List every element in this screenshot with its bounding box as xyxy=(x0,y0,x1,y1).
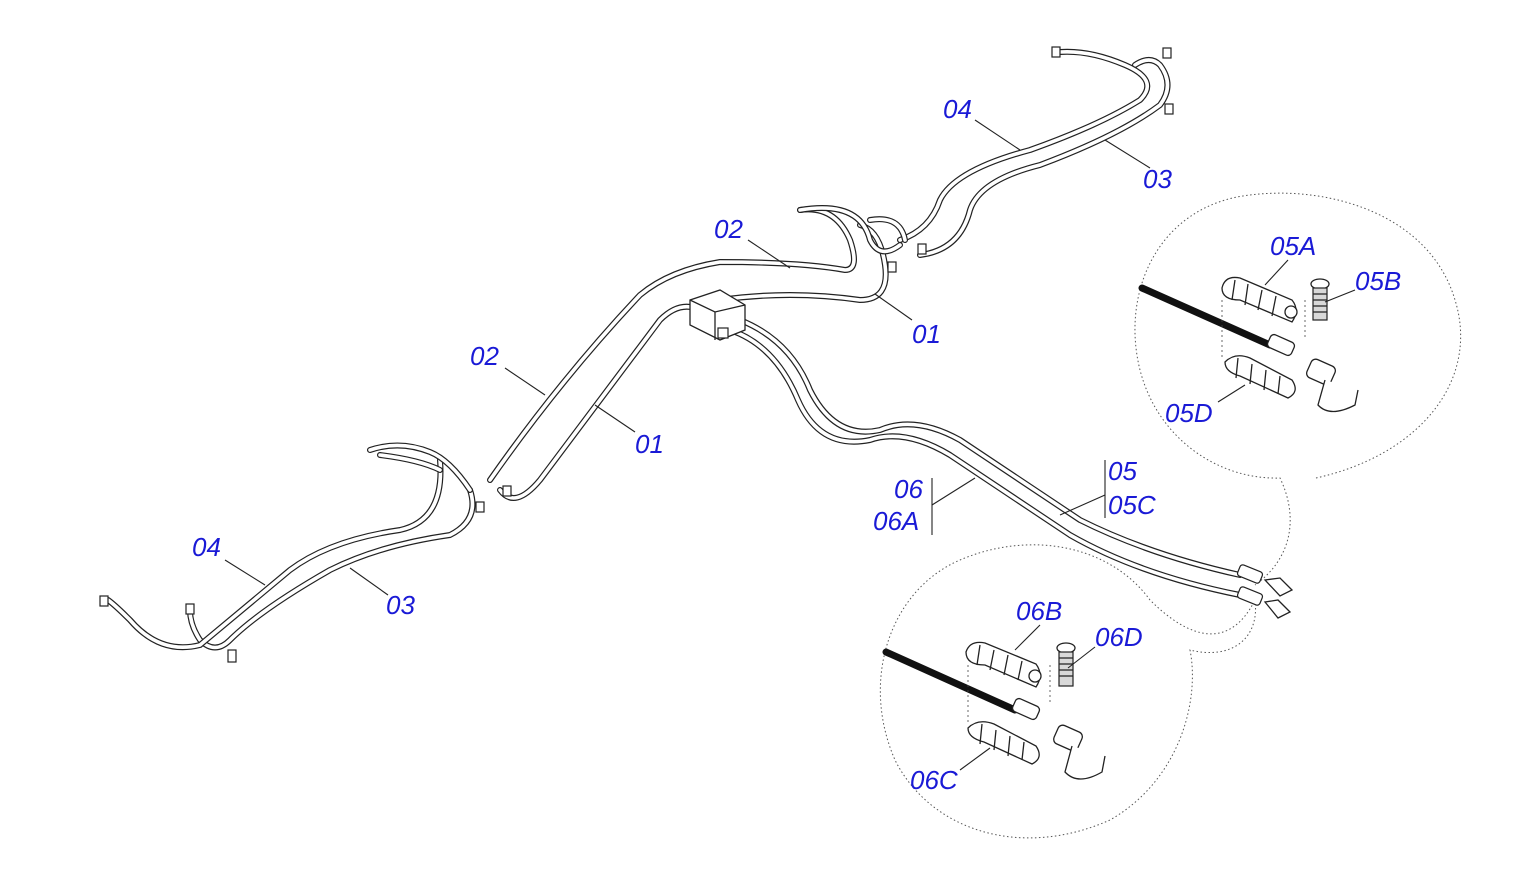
hose-lower-loop xyxy=(367,442,473,493)
callout-06B: 06B xyxy=(1016,596,1062,626)
coupling-06 xyxy=(1011,697,1041,721)
callout-06C: 06C xyxy=(910,765,958,795)
callout-06: 06 xyxy=(894,474,923,504)
callout-05C: 05C xyxy=(1108,490,1156,520)
hose-end-05 xyxy=(1138,284,1274,349)
end-couplings xyxy=(1236,564,1294,619)
callouts: 04 03 02 01 02 01 04 03 05 05C 06 06A 05… xyxy=(192,94,1401,795)
quick-coupler-06 xyxy=(1053,724,1083,752)
hose-03-lower xyxy=(187,487,476,651)
callout-05A: 05A xyxy=(1270,231,1316,261)
hose-02 xyxy=(487,206,857,483)
callout-06D: 06D xyxy=(1095,622,1143,652)
callout-03-upper: 03 xyxy=(1143,164,1172,194)
dust-cap-loop-05 xyxy=(1317,379,1359,413)
clamp-half-06B xyxy=(965,641,1042,688)
callout-05D: 05D xyxy=(1165,398,1213,428)
clamp-half-05D xyxy=(1224,355,1296,399)
hose-upper-loop xyxy=(797,205,908,255)
callout-05: 05 xyxy=(1108,456,1137,486)
callout-04-lower: 04 xyxy=(192,532,221,562)
leader-lines xyxy=(224,119,1356,771)
detail-view-06 xyxy=(879,544,1257,839)
callout-02-lower: 02 xyxy=(470,341,499,371)
manifold-block xyxy=(689,289,746,341)
hose-03-upper xyxy=(917,57,1171,258)
hose-clips xyxy=(99,46,1174,663)
quick-coupler-05 xyxy=(1306,358,1336,386)
callout-05B: 05B xyxy=(1355,266,1401,296)
clamp-half-06C xyxy=(967,721,1040,765)
dust-cap-loop-06 xyxy=(1064,745,1106,780)
callout-01-lower: 01 xyxy=(635,429,664,459)
callout-02-upper: 02 xyxy=(714,214,743,244)
callout-01-upper: 01 xyxy=(912,319,941,349)
detail-view-05 xyxy=(1134,192,1462,586)
hose-01 xyxy=(497,222,889,501)
hose-05-06 xyxy=(727,317,1243,598)
coupling-05 xyxy=(1266,333,1296,357)
hose-end-06 xyxy=(882,648,1019,714)
screw-05B xyxy=(1310,278,1330,321)
screw-06D xyxy=(1056,642,1076,687)
hose-04-upper xyxy=(897,48,1151,243)
clamp-half-05A xyxy=(1221,276,1298,323)
callout-06A: 06A xyxy=(873,506,919,536)
callout-04-upper: 04 xyxy=(943,94,972,124)
callout-03-lower: 03 xyxy=(386,590,415,620)
hose-04-lower xyxy=(105,457,444,651)
